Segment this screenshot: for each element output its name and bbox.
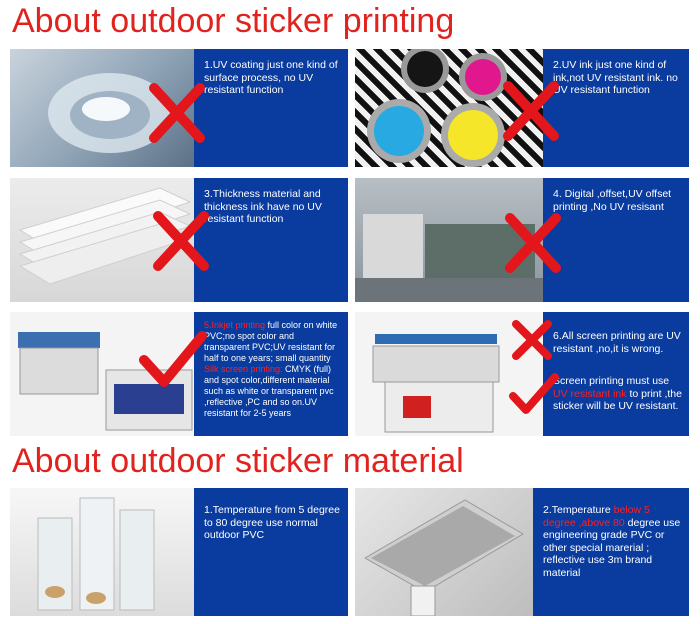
- cross-icon: [503, 81, 559, 141]
- panel-uv-coating-text: 1.UV coating just one kind of surface pr…: [204, 59, 338, 96]
- cross-icon: [505, 213, 561, 273]
- printing-press-image: [355, 214, 543, 302]
- special-material-photo: [355, 488, 533, 616]
- check-icon: [139, 331, 207, 387]
- panel-thickness: 3.Thickness material and thickness ink h…: [194, 178, 348, 302]
- uv-resistant-ink-label: UV resistant ink: [553, 387, 627, 400]
- panel-digital-offset: 4. Digital ,offset,UV offset printing ,N…: [543, 178, 689, 302]
- panel-special-material: 2.Temperature below 5 degree ,above 80 d…: [533, 488, 689, 616]
- screen-printing-fact: Screen printing must use UV resistant in…: [553, 375, 683, 413]
- printing-heading: About outdoor sticker printing: [12, 2, 455, 40]
- panel-special-material-a: 2.Temperature: [543, 504, 614, 516]
- screen-printing-fact-a: Screen printing must use: [553, 375, 670, 387]
- panel-screen-printing: 6.All screen printing are UV resistant ,…: [543, 312, 689, 436]
- temperature-range-label: below 5 degree ,above 80: [543, 504, 650, 529]
- panel-inkjet-silk: 5.Inkjet printing full color on white PV…: [194, 312, 348, 436]
- reflective-roll-image: [363, 499, 524, 616]
- inkjet-printing-text: full color on white PVC;no spot color an…: [204, 320, 338, 363]
- pvc-rolls-photo: [10, 488, 194, 616]
- silk-screen-text: CMYK (full) and spot color,different mat…: [204, 364, 334, 418]
- panel-uv-ink-text: 2.UV ink just one kind of ink,not UV res…: [553, 59, 678, 96]
- check-icon: [509, 373, 559, 414]
- panel-uv-ink: 2.UV ink just one kind of ink,not UV res…: [543, 49, 689, 167]
- screen-printer-photo: [355, 312, 543, 436]
- cross-icon: [153, 211, 209, 271]
- cross-icon: [149, 83, 205, 143]
- panel-digital-offset-text: 4. Digital ,offset,UV offset printing ,N…: [553, 188, 672, 213]
- panel-uv-coating: 1.UV coating just one kind of surface pr…: [194, 49, 348, 167]
- material-heading: About outdoor sticker material: [12, 442, 464, 480]
- panel-normal-pvc: 1.Temperature from 5 degree to 80 degree…: [194, 488, 348, 616]
- stacked-sheets-image: [18, 187, 192, 285]
- water-drop-image: [48, 73, 172, 153]
- uv-coating-photo: [10, 49, 194, 167]
- ink-cans-image: [367, 49, 507, 167]
- offset-printing-photo: [355, 178, 543, 302]
- inkjet-printing-label: 5.Inkjet printing: [204, 320, 268, 330]
- panel-special-material-b: degree use engineering grade PVC or othe…: [543, 516, 681, 579]
- cross-icon: [512, 320, 552, 360]
- silk-screen-label: Silk screen printing:: [204, 364, 286, 374]
- panel-normal-pvc-text: 1.Temperature from 5 degree to 80 degree…: [204, 504, 340, 541]
- thick-material-photo: [10, 178, 194, 302]
- uv-ink-photo: [355, 49, 543, 167]
- film-rolls-image: [37, 497, 155, 611]
- screen-printing-machine-image: [372, 334, 500, 433]
- screen-printing-myth-text: 6.All screen printing are UV resistant ,…: [553, 330, 681, 355]
- panel-thickness-text: 3.Thickness material and thickness ink h…: [204, 188, 322, 225]
- screen-printing-fact-b: to print ,the sticker will be UV resista…: [553, 387, 682, 413]
